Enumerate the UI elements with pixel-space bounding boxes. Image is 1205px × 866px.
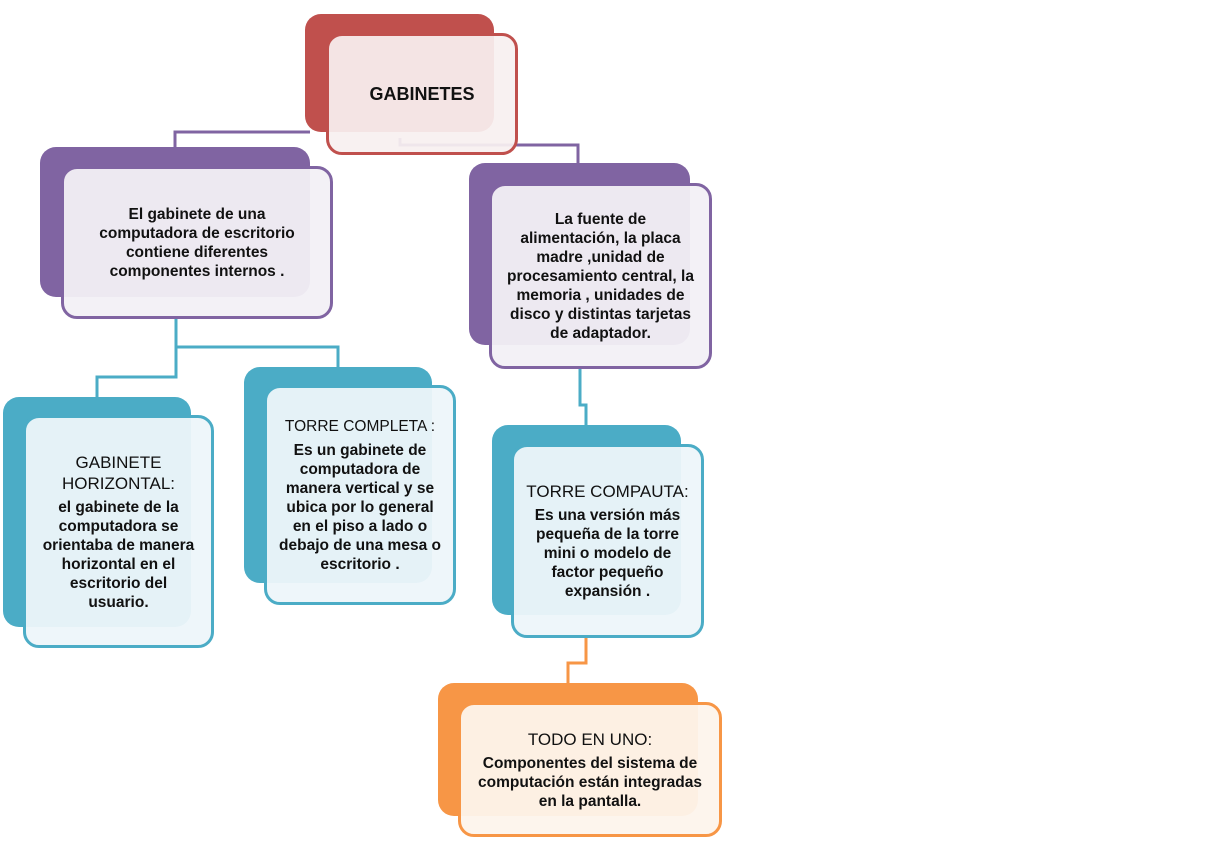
- todo-text: Componentes del sistema de computación e…: [478, 754, 702, 810]
- completa-title: TORRE COMPLETA :: [284, 418, 436, 435]
- completa-node: TORRE COMPLETA : Es un gabinete de compu…: [264, 385, 456, 605]
- compacta-node: TORRE COMPAUTA: Es una versión más peque…: [511, 444, 704, 638]
- connector-left-completa: [176, 345, 340, 367]
- connector-left-horizontal: [95, 319, 178, 397]
- connector-right-compacta: [578, 369, 588, 425]
- horizontal-text: el gabinete de la computadora se orienta…: [42, 498, 195, 611]
- todo-node: TODO EN UNO: Componentes del sistema de …: [458, 702, 722, 837]
- horizontal-node: GABINETE HORIZONTAL: el gabinete de la c…: [23, 415, 214, 648]
- horizontal-title: GABINETE HORIZONTAL:: [61, 452, 176, 493]
- root-node: GABINETES: [326, 33, 518, 155]
- todo-title: TODO EN UNO:: [527, 729, 653, 749]
- desc-right-node: La fuente de alimentación, la placa madr…: [489, 183, 712, 369]
- desc-left-text: El gabinete de una computadora de escrit…: [99, 205, 295, 280]
- connector-root-left: [173, 130, 310, 147]
- desc-right-text: La fuente de alimentación, la placa madr…: [507, 210, 694, 342]
- completa-text: Es un gabinete de computadora de manera …: [279, 442, 441, 573]
- compacta-text: Es una versión más pequeña de la torre m…: [534, 507, 681, 600]
- connector-compacta-todo: [566, 638, 588, 683]
- desc-left-node: El gabinete de una computadora de escrit…: [61, 166, 333, 319]
- compacta-title: TORRE COMPAUTA:: [526, 482, 689, 501]
- root-title: GABINETES: [369, 83, 475, 104]
